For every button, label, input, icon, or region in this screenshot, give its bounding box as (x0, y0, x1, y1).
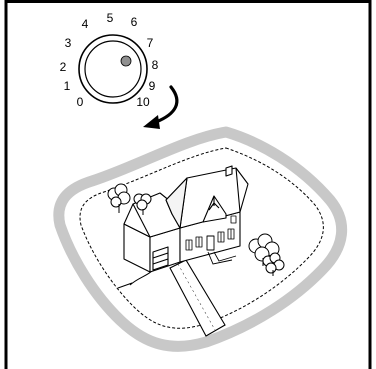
dial-scale-label: 10 (136, 95, 150, 109)
dial-scale-label: 2 (60, 60, 67, 74)
house-icon (124, 166, 248, 272)
dial-scale-label: 5 (107, 11, 114, 25)
tree-icon (108, 184, 130, 213)
tree-icon (263, 253, 284, 276)
knob-indicator-dot (121, 56, 131, 66)
dial-scale-label: 6 (131, 15, 138, 29)
dial-scale-label: 7 (147, 36, 154, 50)
dial-scale-label: 0 (77, 95, 84, 109)
dial-scale-label: 8 (152, 58, 159, 72)
rotary-dial-icon (79, 35, 147, 103)
dial-scale-label: 1 (64, 79, 71, 93)
dial-scale-label: 3 (65, 36, 72, 50)
yard-scene (59, 132, 342, 346)
dial-scale-label: 4 (82, 17, 89, 31)
driveway-icon (170, 260, 225, 336)
dial-scale-label: 9 (149, 79, 156, 93)
front-door (207, 236, 214, 250)
